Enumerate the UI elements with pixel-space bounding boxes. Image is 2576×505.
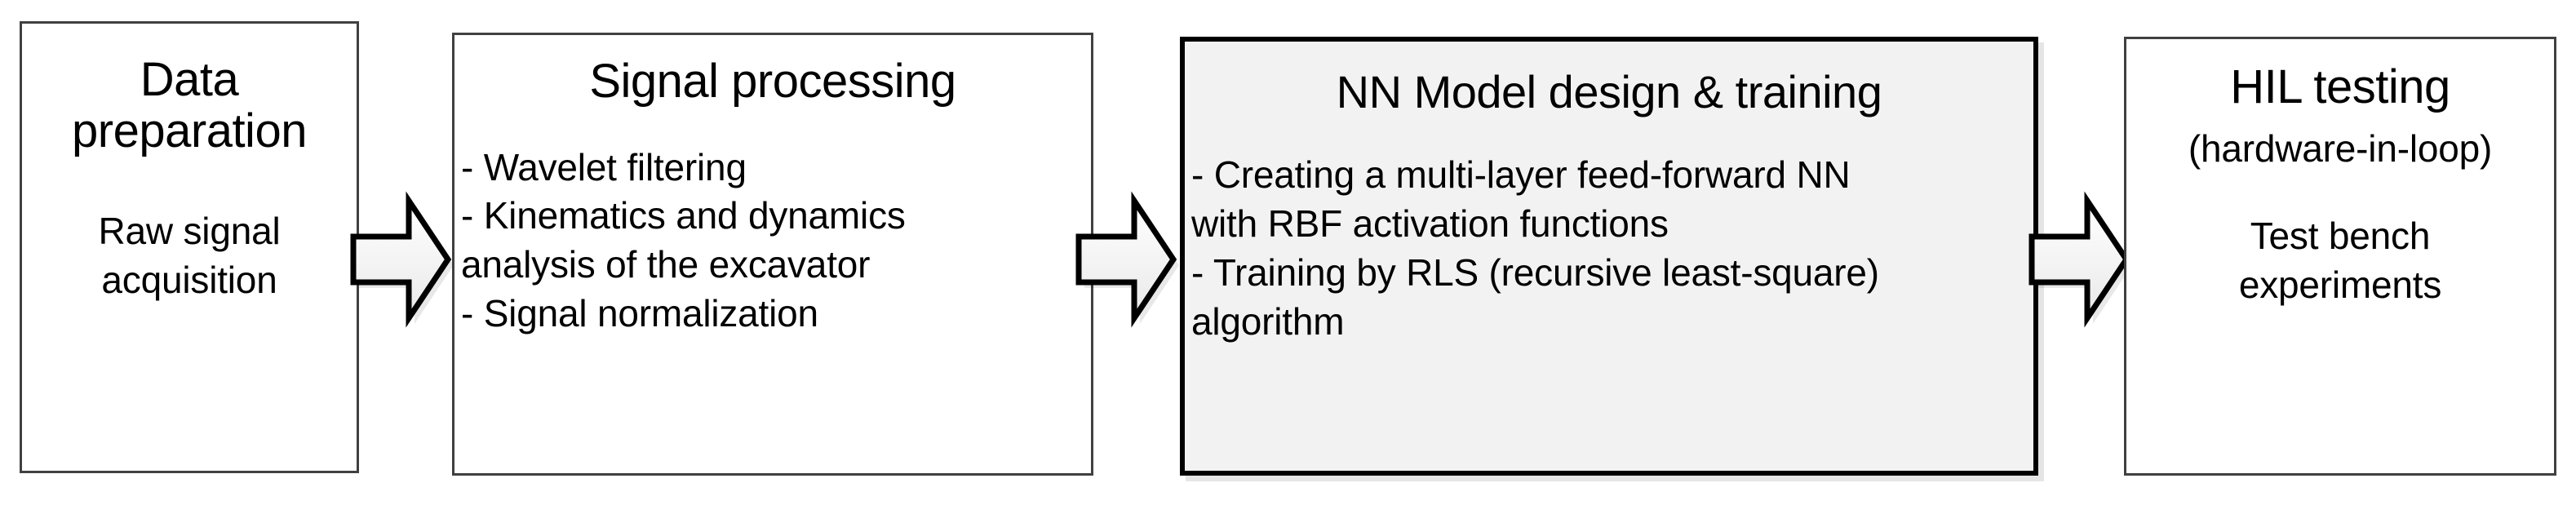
body-line: algorithm (1191, 299, 1345, 343)
process-box-signal-processing[interactable]: Signal processing - Wavelet filtering - … (452, 33, 1093, 476)
body-line: with RBF activation functions (1191, 202, 1669, 246)
title-line: Data (140, 53, 239, 106)
body-line: acquisition (101, 259, 277, 302)
process-box-title: Signal processing (454, 55, 1091, 108)
body-line: analysis of the excavator (461, 243, 871, 286)
body-line: Raw signal (98, 210, 281, 253)
body-line: experiments (2238, 264, 2442, 307)
process-box-title: Data preparation (22, 53, 357, 157)
body-line: Test bench (2250, 215, 2431, 258)
body-line: - Training by RLS (recursive least-squar… (1191, 251, 1879, 295)
process-box-body: (hardware-in-loop) Test bench experiment… (2126, 125, 2554, 310)
body-spacer (2135, 173, 2546, 212)
process-box-hil-testing[interactable]: HIL testing (hardware-in-loop) Test benc… (2124, 37, 2556, 476)
title-line: HIL testing (2230, 60, 2450, 113)
process-box-body: - Creating a multi-layer feed-forward NN… (1185, 151, 2033, 346)
body-line: - Wavelet filtering (461, 145, 747, 188)
title-line: NN Model design & training (1336, 66, 1882, 117)
body-line: (hardware-in-loop) (2188, 126, 2493, 170)
process-box-data-preparation[interactable]: Data preparation Raw signal acquisition (20, 21, 359, 473)
body-line: - Signal normalization (461, 292, 818, 335)
body-line: - Kinematics and dynamics (461, 194, 906, 237)
right-block-arrow-icon (348, 191, 454, 328)
process-box-title: HIL testing (2126, 60, 2554, 113)
title-line: Signal processing (589, 55, 956, 108)
process-box-title: NN Model design & training (1185, 66, 2033, 117)
process-box-body: Raw signal acquisition (22, 207, 357, 305)
body-line: - Creating a multi-layer feed-forward NN (1191, 153, 1851, 197)
right-block-arrow-icon (1074, 191, 1179, 328)
title-line: preparation (72, 104, 307, 157)
process-box-body: - Wavelet filtering - Kinematics and dyn… (454, 144, 1091, 339)
process-box-nn-model-design-training[interactable]: NN Model design & training - Creating a … (1180, 37, 2038, 476)
right-block-arrow-icon (2027, 191, 2132, 328)
